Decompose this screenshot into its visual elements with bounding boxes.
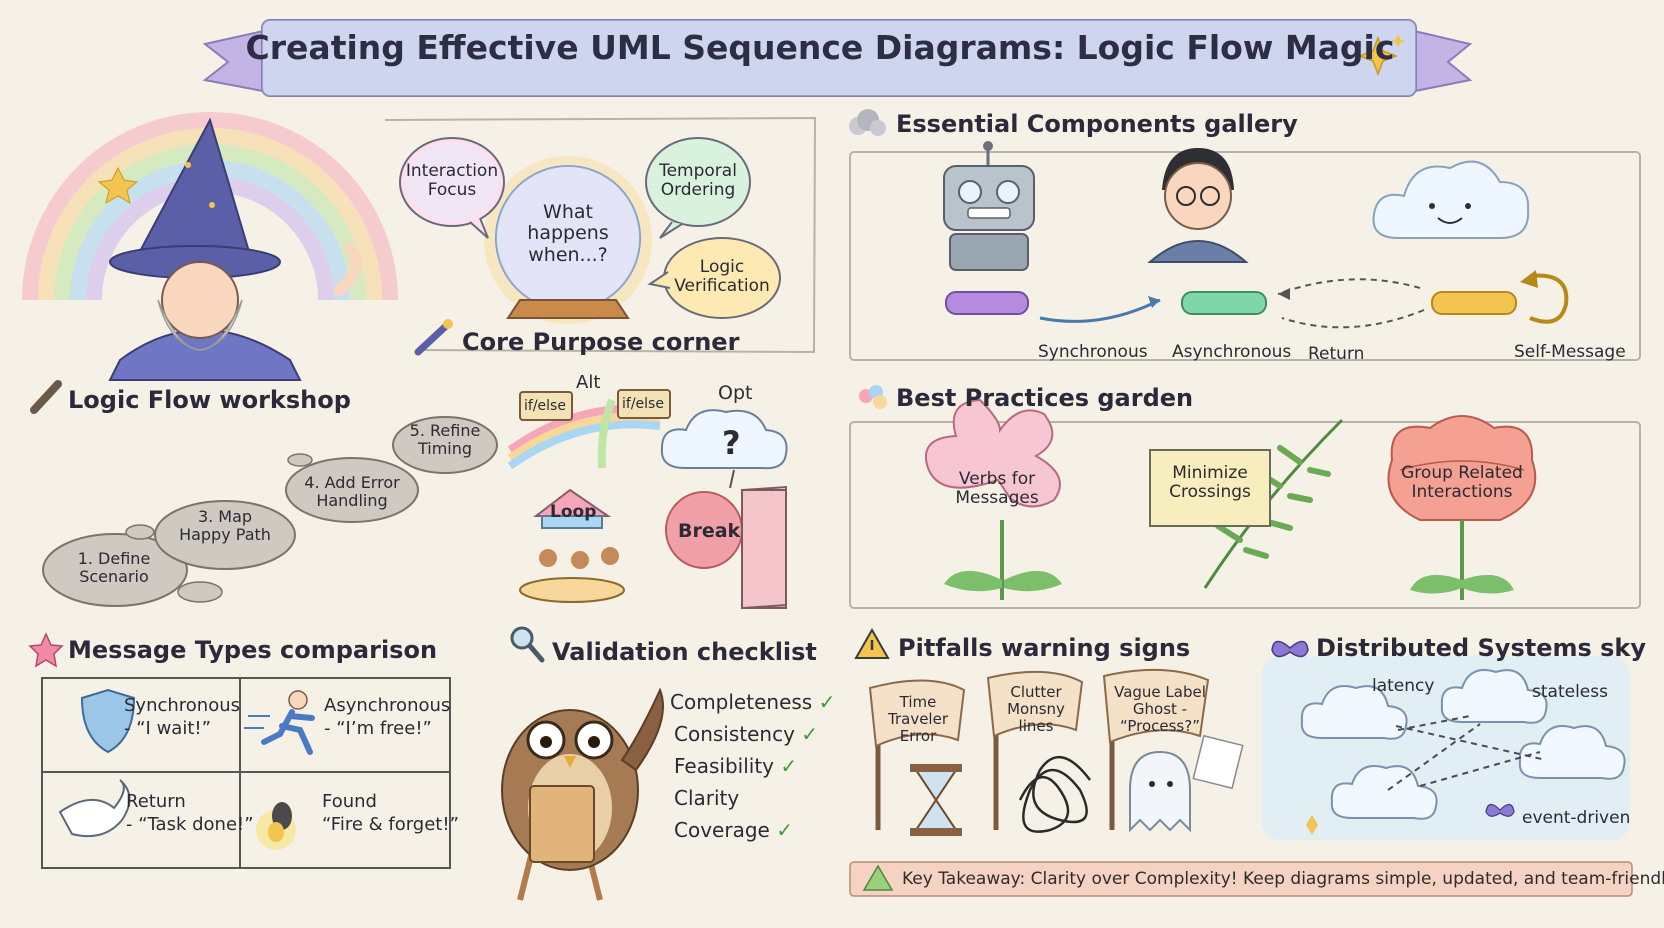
sparkle-icon <box>1357 34 1405 77</box>
robot-icon <box>943 141 1035 271</box>
check-coverage-mark: ✓ <box>776 818 793 842</box>
butterfly-icon <box>1485 803 1515 817</box>
check-completeness-label: Completeness <box>670 690 813 714</box>
star-icon <box>28 632 64 668</box>
best-practices-heading: Best Practices garden <box>896 384 1194 412</box>
rose-icon <box>1387 415 1537 600</box>
distributed-heading: Distributed Systems sky <box>1316 634 1647 662</box>
label-synchronous: Synchronous <box>1038 342 1148 362</box>
owl-icon <box>501 687 664 901</box>
practice-group-related: Group Related Interactions <box>1401 463 1523 503</box>
practice-verbs-for-messages: Verbs for Messages <box>955 469 1039 509</box>
butterfly-icon <box>1271 640 1309 658</box>
pink-flower-icon <box>925 398 1062 600</box>
cell-synchronous-name: Synchronous <box>124 695 241 716</box>
cloud-icon <box>1372 160 1530 239</box>
shield-icon <box>80 688 136 754</box>
fragment-if-else-right: if/else <box>622 396 664 412</box>
validation-heading: Validation checklist <box>552 638 817 666</box>
warning-icon <box>854 627 890 659</box>
check-consistency-label: Consistency <box>674 722 795 746</box>
sign-time-traveler: Time Traveler Error <box>888 693 948 745</box>
practice-minimize-crossings: Minimize Crossings <box>1169 463 1251 503</box>
label-stateless: stateless <box>1532 682 1608 702</box>
step-add-error-handling: 4. Add Error Handling <box>304 473 400 510</box>
bubble-logic-verification: Logic Verification <box>674 257 770 297</box>
check-clarity-label: Clarity <box>674 786 740 810</box>
cell-synchronous-quote: - “I wait!” <box>124 718 211 740</box>
message-types-heading: Message Types comparison <box>68 636 438 664</box>
fragment-opt-mark: ? <box>722 424 741 462</box>
wand-icon <box>414 319 453 356</box>
check-completeness: Completeness ✓ <box>670 690 835 714</box>
label-event-driven: event-driven <box>1522 808 1631 828</box>
fragment-opt-label: Opt <box>718 382 753 404</box>
check-coverage: Coverage ✓ <box>674 818 793 842</box>
crystal-ball-question: What happens when...? <box>527 201 609 266</box>
hourglass-icon <box>910 764 962 836</box>
sign-vague-label-ghost: Vague Label Ghost - “Process?” <box>1114 683 1206 735</box>
bubble-interaction-focus: Interaction Focus <box>405 161 499 201</box>
label-latency: latency <box>1372 676 1435 696</box>
check-feasibility-label: Feasibility <box>674 754 774 778</box>
cell-synchronous: Synchronous - “I wait!” <box>124 694 240 741</box>
tangle-icon <box>1018 755 1091 833</box>
cloud-icon <box>849 109 886 136</box>
fragment-loop-label: Loop <box>550 502 597 522</box>
label-return: Return <box>1308 344 1365 364</box>
dove-icon <box>58 779 131 838</box>
cell-return-name: Return <box>126 791 186 812</box>
workshop-heading: Logic Flow workshop <box>68 386 351 414</box>
bubble-temporal-ordering: Temporal Ordering <box>659 161 737 201</box>
cell-return: Return - “Task done!” <box>126 790 254 837</box>
step-refine-timing: 5. Refine Timing <box>409 421 481 458</box>
cell-asynchronous-name: Asynchronous <box>324 695 451 716</box>
check-consistency-mark: ✓ <box>801 722 819 746</box>
cell-asynchronous: Asynchronous - “I’m free!” <box>324 694 450 741</box>
pitfalls-heading: Pitfalls warning signs <box>898 634 1191 662</box>
magnifier-icon <box>510 626 545 663</box>
fragment-alt-label: Alt <box>576 372 601 393</box>
page-title: Creating Effective UML Sequence Diagrams… <box>245 28 1395 67</box>
cell-found-quote: “Fire & forget!” <box>322 814 459 836</box>
cell-asynchronous-quote: - “I’m free!” <box>324 718 432 740</box>
fragment-if-else-left: if/else <box>524 398 566 414</box>
runner-icon <box>244 690 315 755</box>
label-asynchronous: Asynchronous <box>1172 342 1292 362</box>
fragment-break-label: Break <box>678 520 741 542</box>
flower-cluster-icon <box>859 385 887 409</box>
check-clarity: Clarity <box>674 786 739 810</box>
person-icon <box>1147 148 1249 263</box>
cell-return-quote: - “Task done!” <box>126 814 254 836</box>
check-feasibility: Feasibility ✓ <box>674 754 797 778</box>
check-consistency: Consistency ✓ <box>674 722 818 746</box>
key-takeaway: Key Takeaway: Clarity over Complexity! K… <box>902 869 1664 889</box>
ghost-icon <box>1129 734 1244 833</box>
step-map-happy-path: 3. Map Happy Path <box>179 507 271 544</box>
step-define-scenario: 1. Define Scenario <box>77 549 151 586</box>
firefly-icon <box>256 802 296 850</box>
hammer-icon <box>30 380 62 414</box>
crystal-ball-icon <box>484 156 652 324</box>
components-heading: Essential Components gallery <box>896 110 1298 138</box>
title-banner <box>202 19 1473 97</box>
sign-clutter: Clutter Monsny lines <box>1007 683 1065 735</box>
check-coverage-label: Coverage <box>674 818 770 842</box>
cell-found-name: Found <box>322 791 377 812</box>
core-purpose-heading: Core Purpose corner <box>462 328 740 356</box>
label-self-message: Self-Message <box>1514 342 1626 362</box>
wizard-icon <box>22 112 398 381</box>
check-feasibility-mark: ✓ <box>780 754 798 778</box>
cell-found: Found “Fire & forget!” <box>322 790 459 837</box>
check-completeness-mark: ✓ <box>818 690 836 714</box>
